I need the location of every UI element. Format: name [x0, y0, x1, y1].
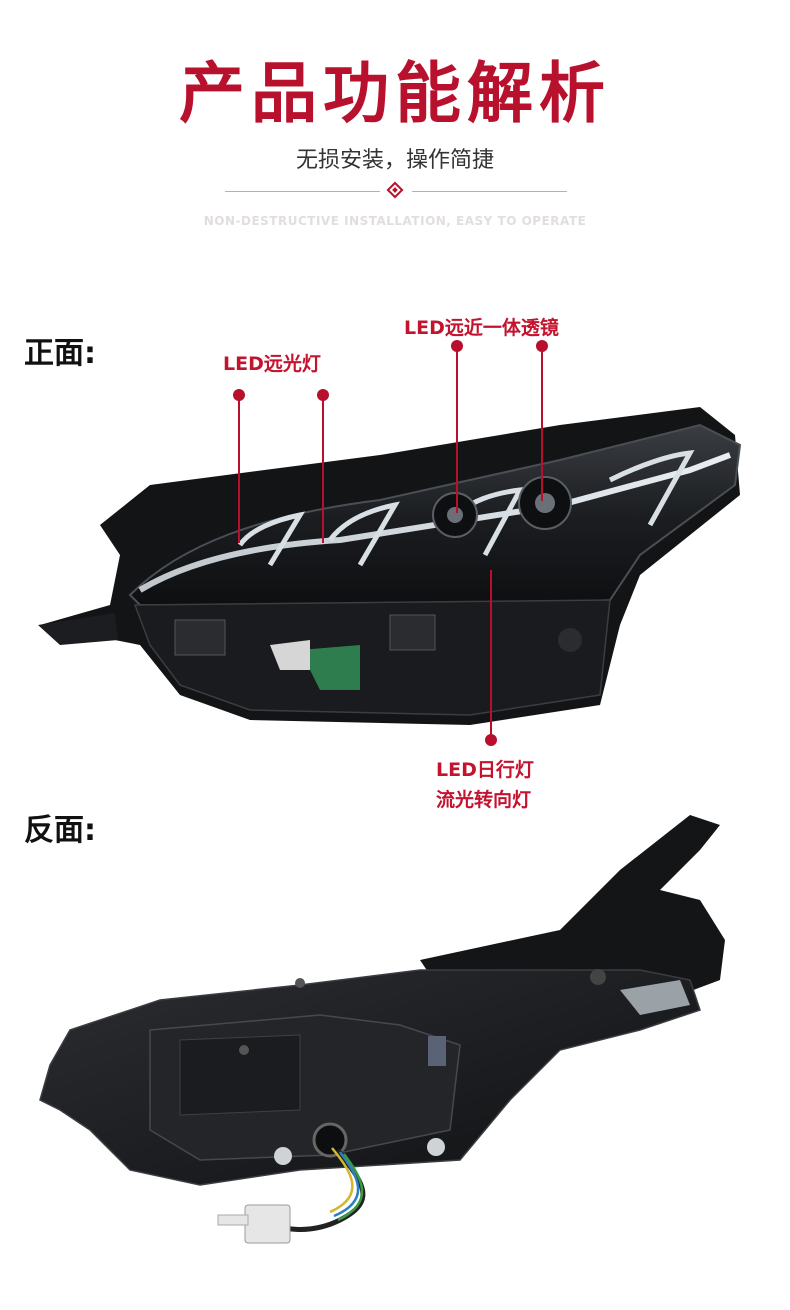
callout-line — [322, 395, 324, 543]
page-title: 产品功能解析 — [179, 55, 611, 132]
page-subtitle: 无损安装，操作简捷 — [295, 148, 494, 173]
back-label: 反面: — [24, 813, 96, 848]
diamond-icon — [386, 181, 404, 199]
callout-line — [541, 346, 543, 501]
english-subtitle: NON-DESTRUCTIVE INSTALLATION, EASY TO OP… — [203, 214, 587, 228]
callout-line — [490, 570, 492, 736]
divider-left — [225, 191, 380, 192]
front-label: 正面: — [24, 336, 96, 371]
callout-drl-line2: 流光转向灯 — [436, 789, 532, 811]
callout-line — [238, 395, 240, 543]
callout-drl-line1: LED日行灯 — [436, 759, 534, 781]
headlight-front-image — [38, 407, 742, 725]
headlight-back-image — [39, 815, 725, 1244]
callout-high-beam: LED远光灯 — [223, 353, 321, 375]
divider-right — [412, 191, 567, 192]
callout-dot — [485, 734, 497, 746]
callout-line — [456, 346, 458, 513]
callout-lens: LED远近一体透镜 — [404, 317, 559, 339]
